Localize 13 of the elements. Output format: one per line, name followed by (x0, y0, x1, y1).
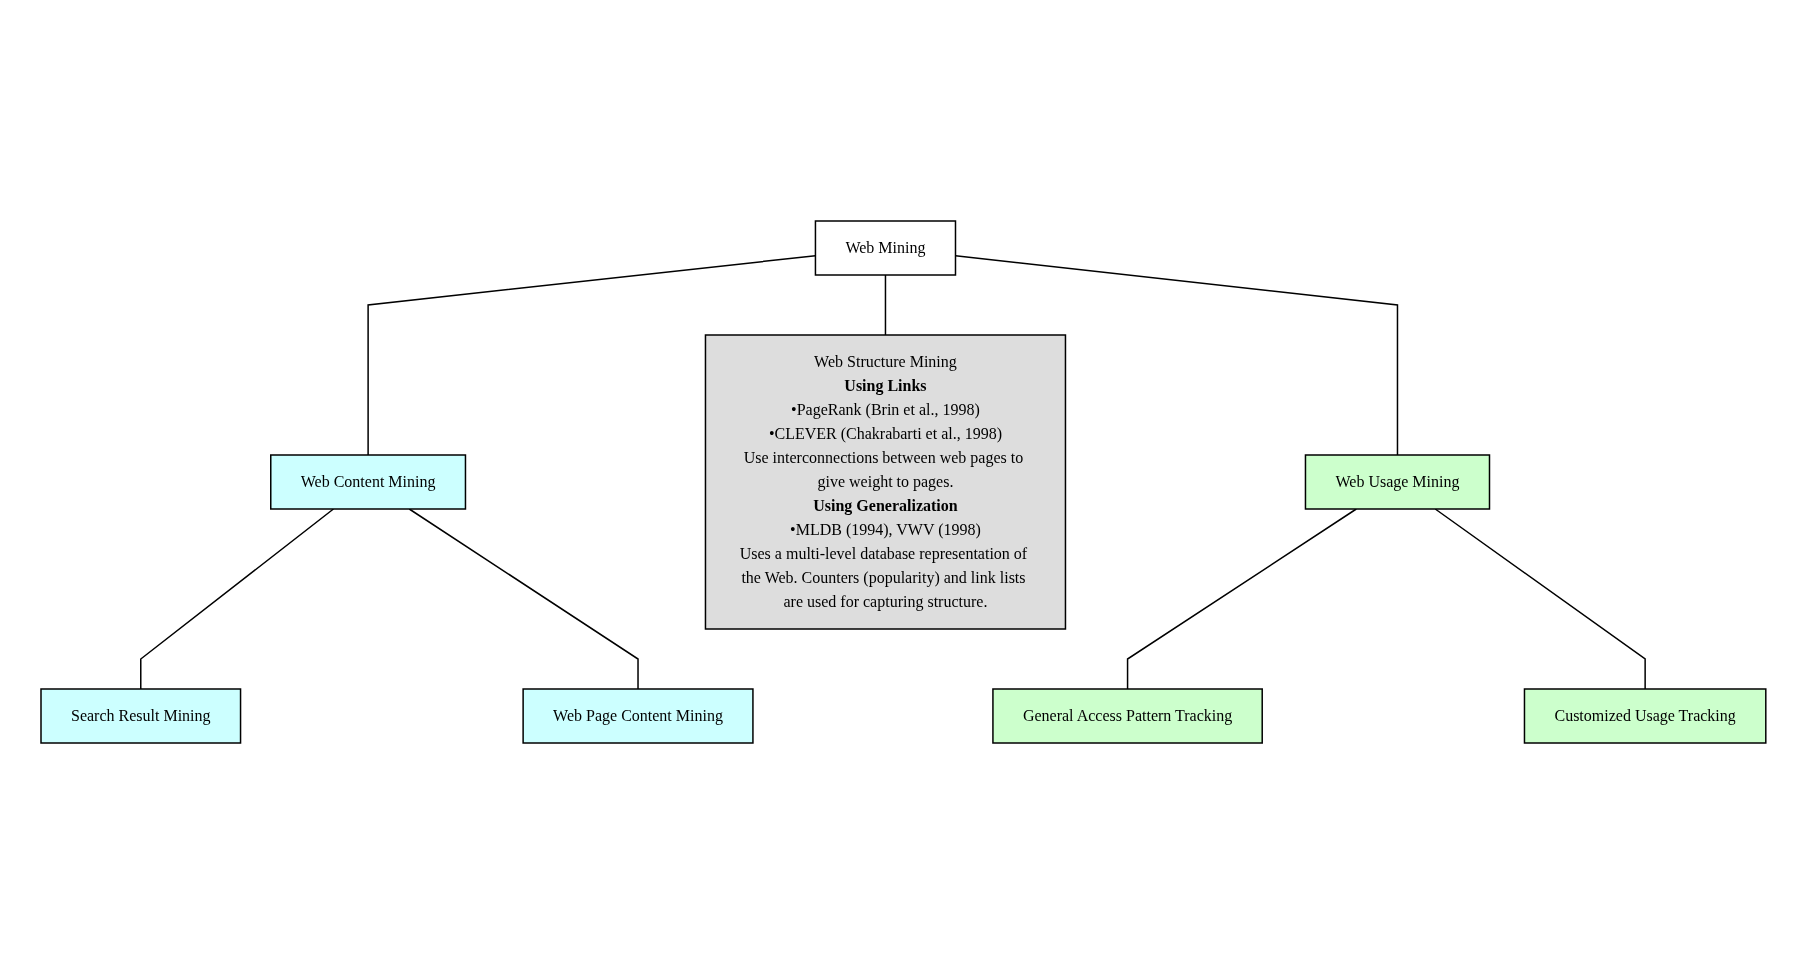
connector (1434, 508, 1646, 690)
node-box: Web Mining (814, 220, 957, 276)
connector (884, 274, 887, 336)
node-box: Web Usage Mining (1304, 454, 1491, 510)
node-box: Web Content Mining (270, 454, 467, 510)
connector (408, 508, 639, 690)
connector (1126, 508, 1358, 690)
node-box: Web Page Content Mining (522, 688, 754, 744)
node-box: Web Structure Mining Using Links •PageRank (Brin et al., 1998) •CLEVER (Chakrabarti et al., 1998) Use interconnections between web pages to give weight to pages. Using Generalization •MLDB (1994), VWV (1998) Uses a multi-level database representation of the Web. Counters (popularity) and link lists are used for capturing structure. (704, 334, 1067, 630)
node-box: Customized Usage Tracking (1523, 688, 1767, 744)
connector (140, 508, 335, 690)
node-box: General Access Pattern Tracking (992, 688, 1264, 744)
node-box: Search Result Mining (40, 688, 242, 744)
